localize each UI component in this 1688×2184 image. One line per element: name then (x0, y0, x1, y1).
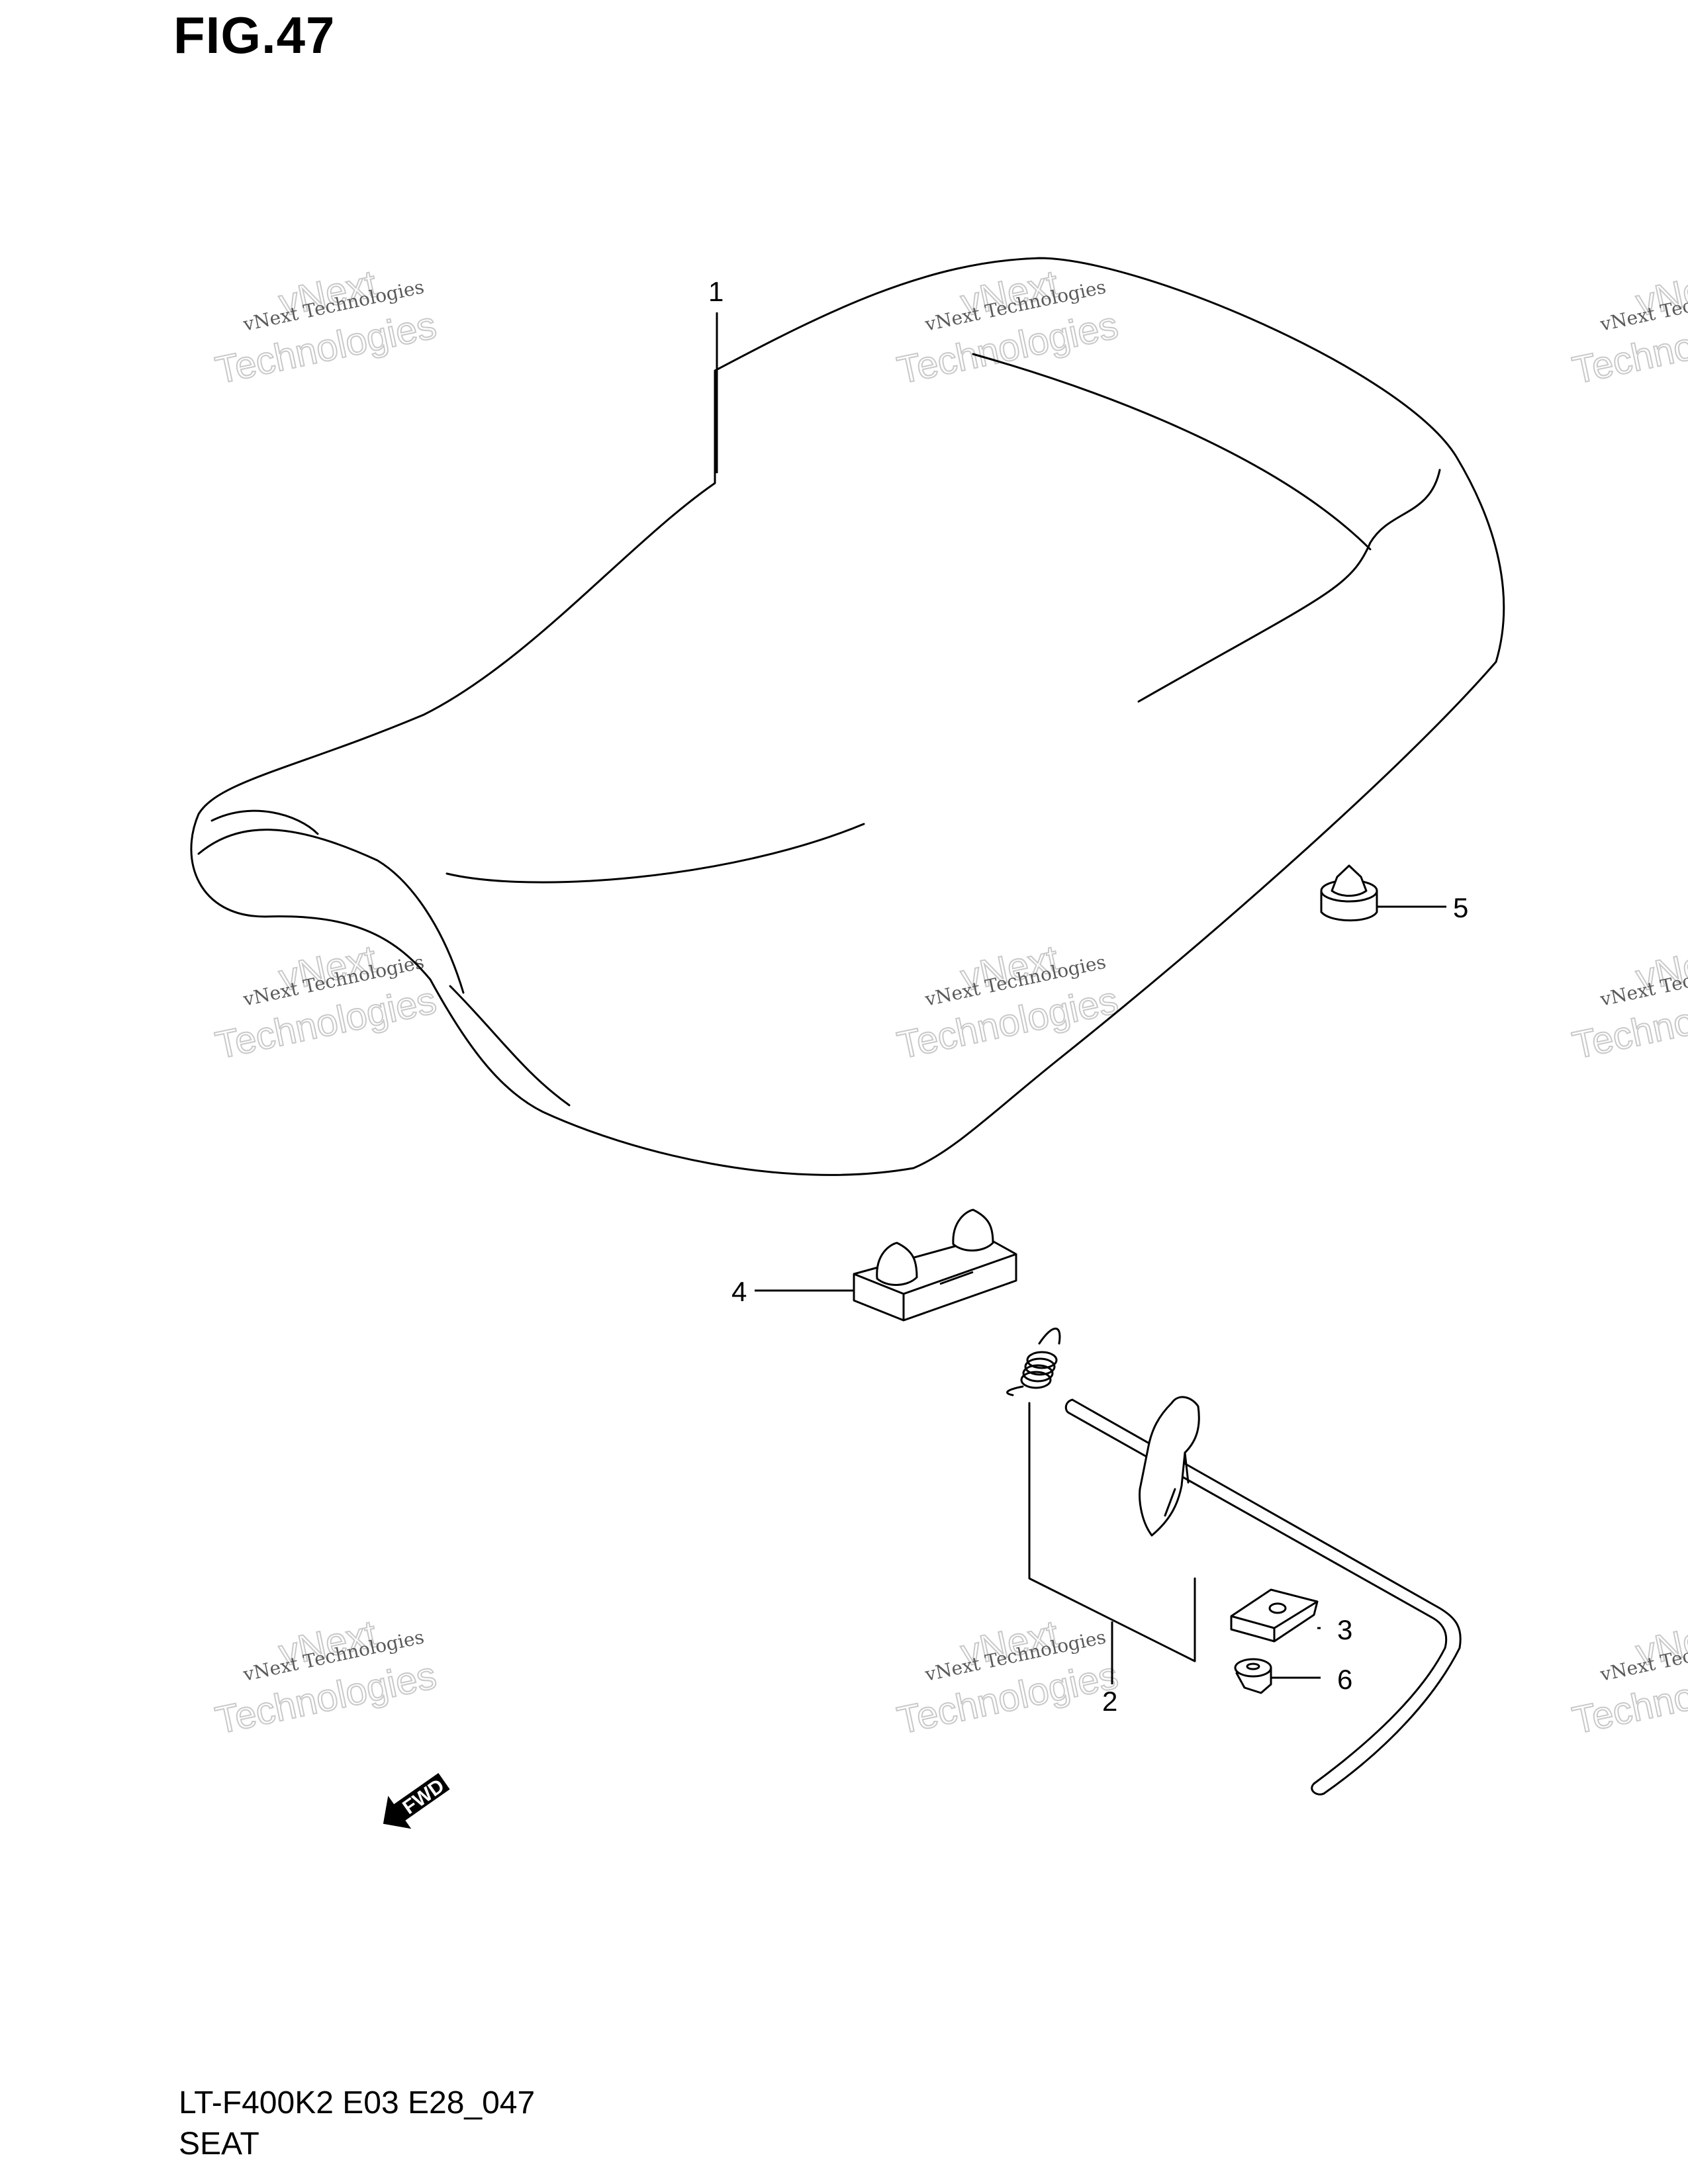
spring-coil (1020, 1371, 1052, 1389)
lock-hook-slot (1164, 1451, 1190, 1517)
plate-edge (1231, 1600, 1318, 1641)
plate-part (1230, 1588, 1319, 1643)
nut-part (1234, 1658, 1272, 1694)
fwd-arrow-icon: FWD (383, 1773, 450, 1829)
lock-rod-part (1006, 1328, 1462, 1796)
leader-lines (716, 312, 1446, 1684)
lock-rod-start (1064, 1398, 1074, 1414)
watermark: vNext vNext Technologies Technologies (1568, 936, 1688, 1068)
cushion-part (1320, 864, 1378, 922)
callout-4: 4 (731, 1276, 747, 1307)
callout-2: 2 (1102, 1686, 1117, 1717)
drawing-code: LT-F400K2 E03 E28_047 (179, 2085, 536, 2120)
callout-3: 3 (1337, 1614, 1352, 1645)
watermarks: vNext vNext Technologies Technologies vN… (211, 261, 1688, 1743)
assembly-bracket-line (1028, 1402, 1196, 1662)
callout-1: 1 (708, 276, 724, 307)
spring-leg (1006, 1385, 1024, 1396)
watermark: vNext vNext Technologies Technologies (893, 1612, 1123, 1743)
drawing-name: SEAT (179, 2126, 259, 2161)
plate-hole (1268, 1602, 1287, 1614)
callout-6: 6 (1337, 1664, 1352, 1695)
watermark: vNext vNext Technologies Technologies (893, 936, 1123, 1068)
watermark: vNext vNext Technologies Technologies (1568, 1612, 1688, 1743)
plate-body (1230, 1588, 1319, 1643)
lock-spring (1006, 1351, 1058, 1396)
lock-hook (1139, 1396, 1200, 1537)
fwd-arrow-shape (383, 1773, 450, 1829)
nut-hole (1246, 1662, 1260, 1670)
seat-front-nose-inner (197, 829, 465, 994)
lock-rod-inner (1068, 1412, 1448, 1785)
bracket-part (853, 1208, 1017, 1322)
seat-lower-edge (449, 985, 571, 1107)
watermark: vNext vNext Technologies Technologies (211, 1612, 441, 1743)
bracket-plate-edge (853, 1253, 1017, 1320)
spring-coil (1024, 1357, 1056, 1376)
lock-rod-outer (1071, 1398, 1462, 1795)
bracket-groove (939, 1271, 974, 1285)
lock-rod-end (1311, 1782, 1325, 1796)
cushion-cap (1331, 864, 1368, 897)
seat-outline (190, 257, 1505, 1176)
spring-coil (1026, 1351, 1058, 1369)
watermark: vNext vNext Technologies Technologies (211, 936, 441, 1068)
bracket-bump-left (876, 1242, 918, 1286)
spring-coil (1022, 1364, 1054, 1383)
seat-part (190, 257, 1505, 1176)
seat-rear-hump (1137, 469, 1441, 703)
lock-spring-tail (1038, 1328, 1061, 1345)
watermark: vNext vNext Technologies Technologies (893, 261, 1123, 393)
bracket-bump-right (952, 1208, 994, 1251)
callout-5: 5 (1453, 892, 1468, 923)
seat-rear-ridge (972, 353, 1372, 551)
watermark: vNext vNext Technologies Technologies (211, 261, 441, 393)
seat-side-crease (445, 823, 865, 884)
figure-title: FIG.47 (173, 6, 336, 64)
seat-front-nose-top (211, 809, 319, 835)
watermark: vNext vNext Technologies Technologies (1568, 261, 1688, 393)
